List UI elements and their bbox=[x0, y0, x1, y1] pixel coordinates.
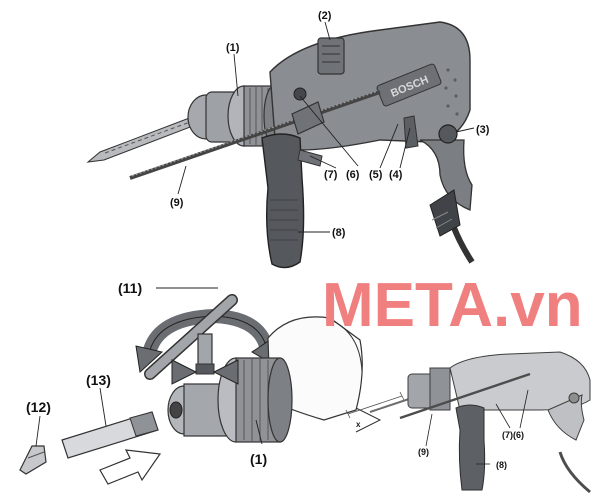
drill-bit bbox=[86, 116, 199, 163]
inset-label-7-6: (7)(6) bbox=[502, 430, 524, 440]
watermark: META.vn bbox=[322, 271, 583, 340]
top-switch bbox=[317, 37, 345, 75]
screwdriver-bit bbox=[19, 445, 47, 475]
label-1-chuck: (1) bbox=[226, 42, 240, 54]
label-12-bit: (12) bbox=[26, 399, 51, 415]
label-3-dial: (3) bbox=[476, 124, 490, 136]
chuck-key-detail bbox=[135, 294, 382, 443]
leader-lines-bottom bbox=[35, 287, 263, 447]
auxiliary-handle bbox=[261, 133, 305, 269]
label-2-switch: (2) bbox=[318, 10, 332, 22]
label-9-depth-rod: (9) bbox=[170, 197, 184, 209]
trigger bbox=[403, 115, 419, 149]
speed-dial bbox=[438, 124, 458, 144]
label-7: (7) bbox=[324, 169, 338, 181]
inset-drill: x bbox=[345, 351, 591, 494]
leader-lines-top bbox=[177, 21, 475, 233]
bit-adapter bbox=[61, 411, 159, 459]
label-6: (6) bbox=[346, 169, 360, 181]
leader-lines-inset bbox=[425, 389, 529, 465]
depth-gauge-rod bbox=[129, 90, 381, 180]
inset-label-9: (9) bbox=[418, 447, 429, 457]
insert-arrow bbox=[99, 449, 162, 485]
label-5: (5) bbox=[369, 169, 383, 181]
label-13-adapter: (13) bbox=[86, 372, 111, 388]
label-8-handle: (8) bbox=[332, 227, 346, 239]
inset-label-x: x bbox=[356, 420, 361, 429]
label-4: (4) bbox=[389, 169, 403, 181]
label-1-chuck-bottom: (1) bbox=[250, 451, 267, 467]
inset-label-8: (8) bbox=[496, 460, 507, 470]
label-11-chuck-key: (11) bbox=[118, 280, 142, 296]
main-drill: BOSCH bbox=[86, 21, 475, 269]
